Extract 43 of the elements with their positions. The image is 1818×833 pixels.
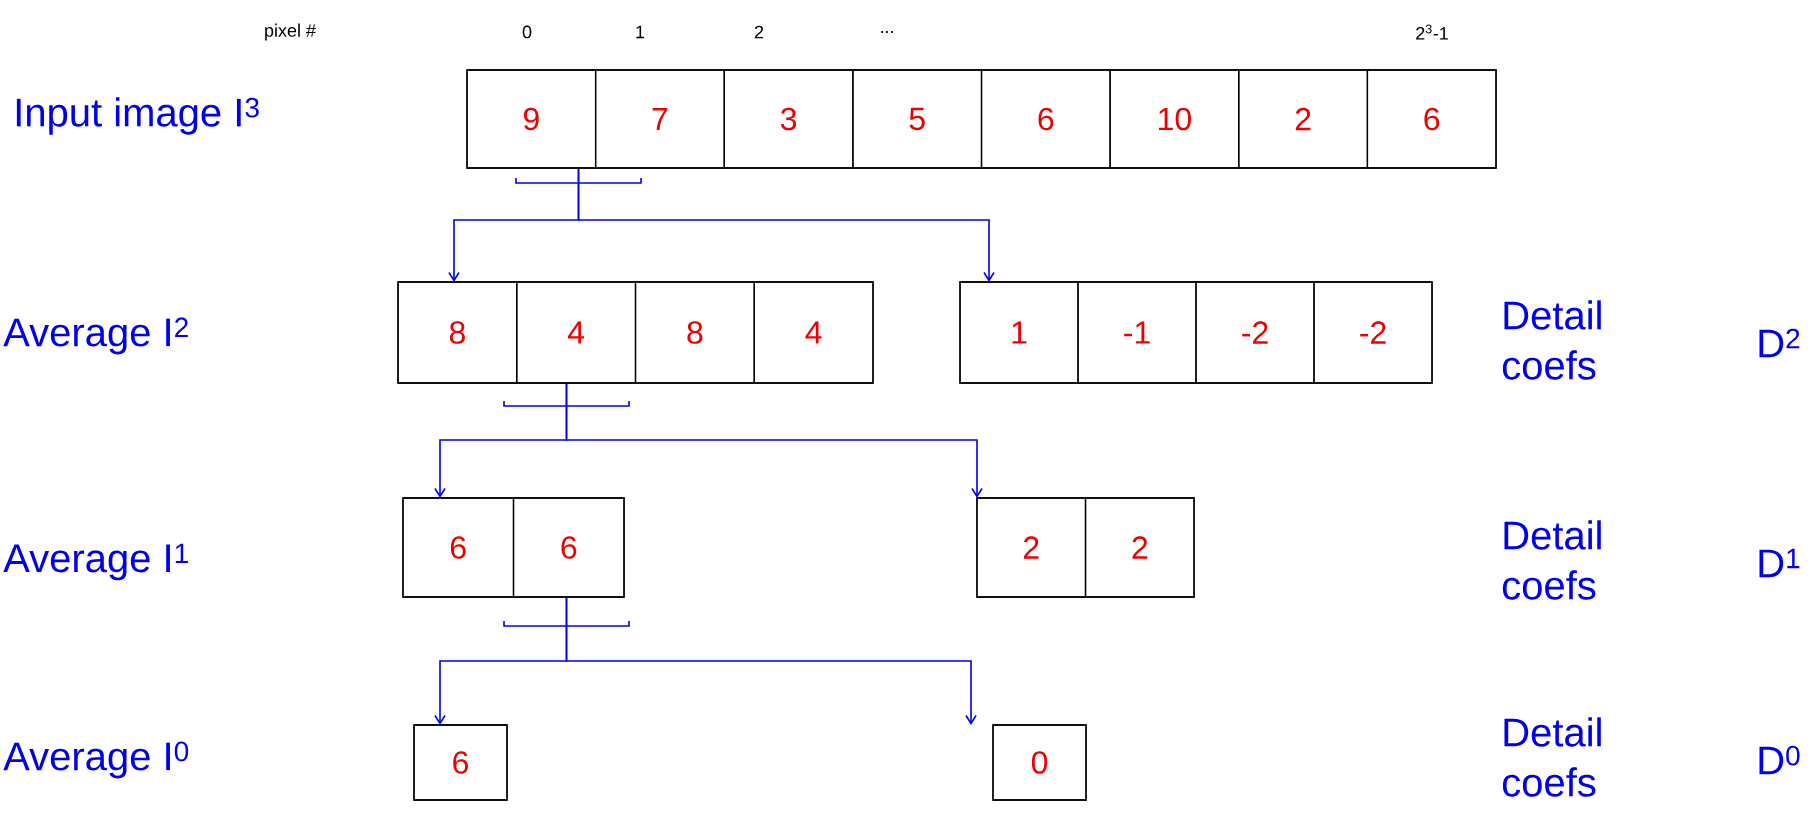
axis-label: pixel # — [265, 23, 316, 41]
array-cell: 2 — [1084, 497, 1195, 598]
pixel-index: 1 — [636, 25, 645, 39]
array-cell: 5 — [852, 69, 983, 169]
array-cell: 6 — [512, 497, 625, 598]
array-cell: 10 — [1109, 69, 1240, 169]
array-cell: 8 — [397, 281, 518, 384]
row-label: Average I$^{0}$ — [3, 741, 189, 779]
pixel-index: 2 — [754, 25, 764, 39]
row-label: Detail coefs — [1502, 520, 1601, 600]
row-label: Average I$^{1}$ — [3, 543, 188, 581]
array-cell: 1 — [959, 281, 1079, 384]
row-label: Average I$^{2}$ — [3, 317, 188, 355]
arrow — [565, 596, 977, 725]
array-cell: 4 — [516, 281, 637, 384]
row-label: D$^{0}$ — [1759, 745, 1800, 775]
pixel-index: 2$^{3}$-1 — [1416, 24, 1448, 40]
arrow — [577, 167, 995, 282]
array-cell: 6 — [1366, 69, 1497, 169]
array-cell: 4 — [753, 281, 874, 384]
array-cell: 2 — [1238, 69, 1369, 169]
array-cell: -2 — [1313, 281, 1433, 384]
array-box — [992, 724, 1087, 801]
array-cell: 7 — [594, 69, 725, 169]
row-label: D$^{2}$ — [1759, 328, 1800, 358]
array-cell: 9 — [466, 69, 597, 169]
array-cell: 6 — [402, 497, 515, 598]
row-label: Input image I$^{3}$ — [16, 97, 259, 135]
array-cell: -1 — [1077, 281, 1197, 384]
array-cell: 6 — [453, 751, 468, 774]
array-box — [413, 724, 508, 801]
array-cell: 8 — [634, 281, 755, 384]
array-cell: 3 — [723, 69, 854, 169]
pixel-index: 0 — [522, 25, 532, 39]
array-cell: 6 — [980, 69, 1111, 169]
row-label: Detail coefs — [1502, 717, 1601, 797]
row-label: D$^{1}$ — [1759, 548, 1800, 578]
row-label: Detail coefs — [1502, 300, 1601, 380]
array-cell: -2 — [1195, 281, 1315, 384]
array-cell: 2 — [976, 497, 1087, 598]
pixel-index: ... — [881, 31, 893, 33]
array-cell: 0 — [1031, 751, 1048, 774]
arrow — [565, 382, 983, 498]
